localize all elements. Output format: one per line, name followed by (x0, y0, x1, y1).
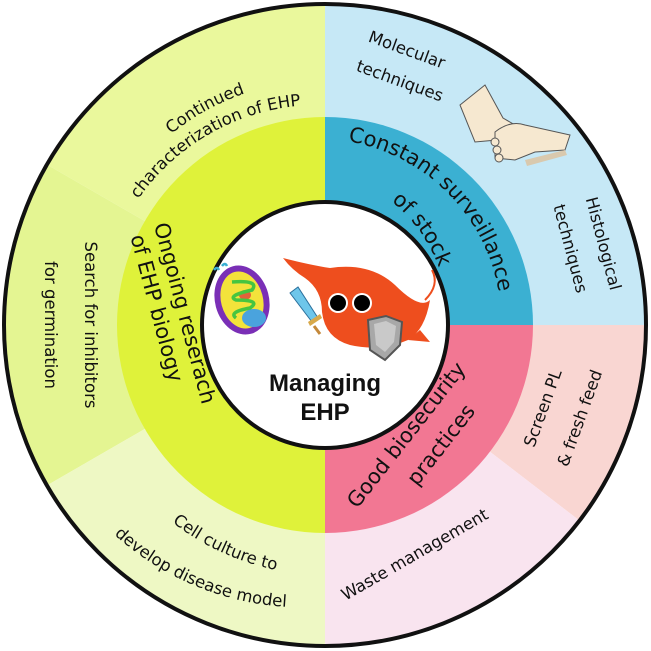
center-circle (200, 200, 450, 450)
label-inhibitors-2: for germination (41, 261, 60, 389)
handshake-icon (459, 84, 571, 166)
center-title-line-2: EHP (300, 399, 349, 426)
label-inhibitors-1: Search for inhibitors (81, 242, 100, 409)
center-title-line-1: Managing (269, 370, 381, 397)
sword-icon (289, 286, 322, 335)
microsporidian-spore-icon (213, 262, 270, 335)
shield-icon (366, 314, 404, 362)
